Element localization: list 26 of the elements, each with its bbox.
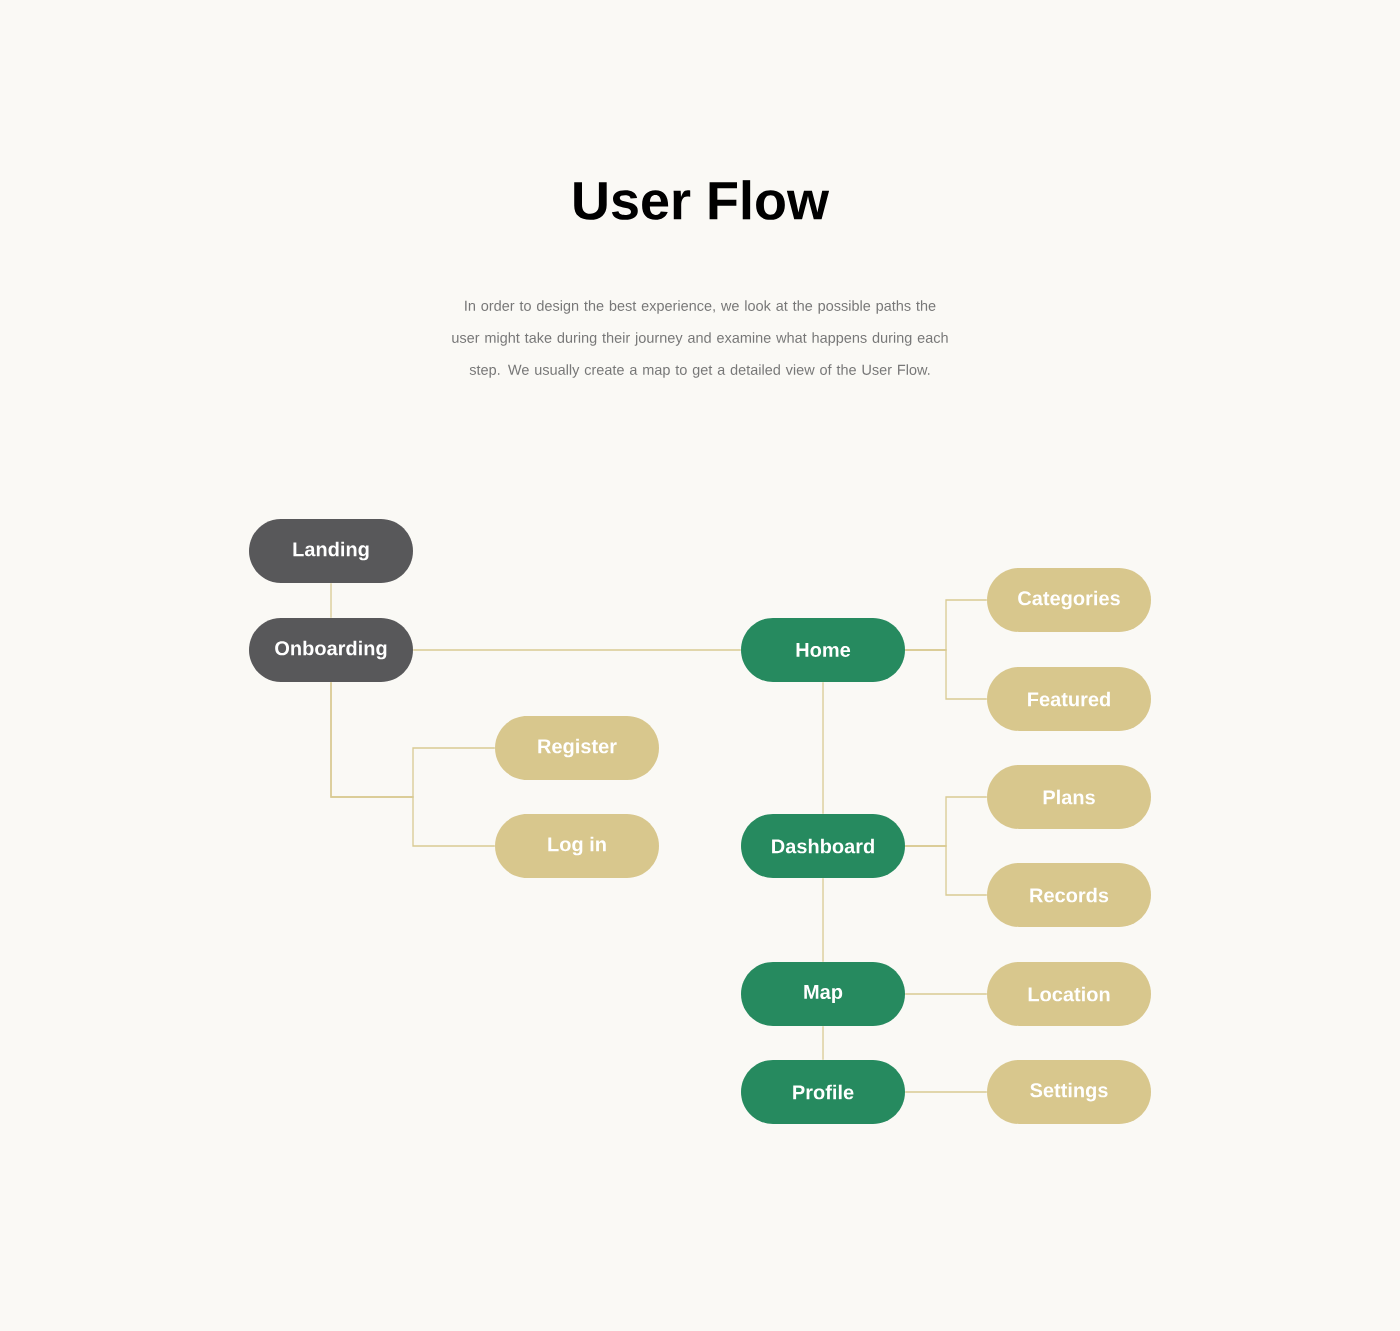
connector-line	[822, 877, 824, 963]
pill-node: Categories	[987, 568, 1151, 632]
pill-node: Location	[987, 962, 1151, 1026]
pill-node: Onboarding	[249, 618, 413, 682]
connector-line	[904, 649, 988, 700]
pill-node: Dashboard	[741, 814, 905, 878]
pill-node: Log in	[495, 814, 659, 878]
title: User Flow	[574, 180, 830, 220]
pill-node: Profile	[741, 1060, 905, 1124]
pill-node: Landing	[249, 519, 413, 583]
pill-node: Home	[741, 618, 905, 682]
connector-line	[412, 649, 742, 651]
connector-line	[822, 681, 824, 815]
pill-node: Settings	[987, 1060, 1151, 1124]
connector-line	[822, 1025, 824, 1061]
pill-node: Records	[987, 863, 1151, 927]
pill-node: Featured	[987, 667, 1151, 731]
pill-node: Map	[741, 962, 905, 1026]
connector-line	[904, 993, 988, 995]
connector-line	[904, 1091, 988, 1093]
pill-node: Plans	[987, 765, 1151, 829]
connector-line	[330, 582, 332, 619]
description: In order to design the best experience, we look at the possible paths the user might take during their journey and examine what happens during each step. We usually create a map to get a detailed view of the User Flow.	[452, 300, 948, 378]
connector-line	[904, 845, 988, 896]
pill-node: Register	[495, 716, 659, 780]
connector-line	[330, 681, 496, 847]
